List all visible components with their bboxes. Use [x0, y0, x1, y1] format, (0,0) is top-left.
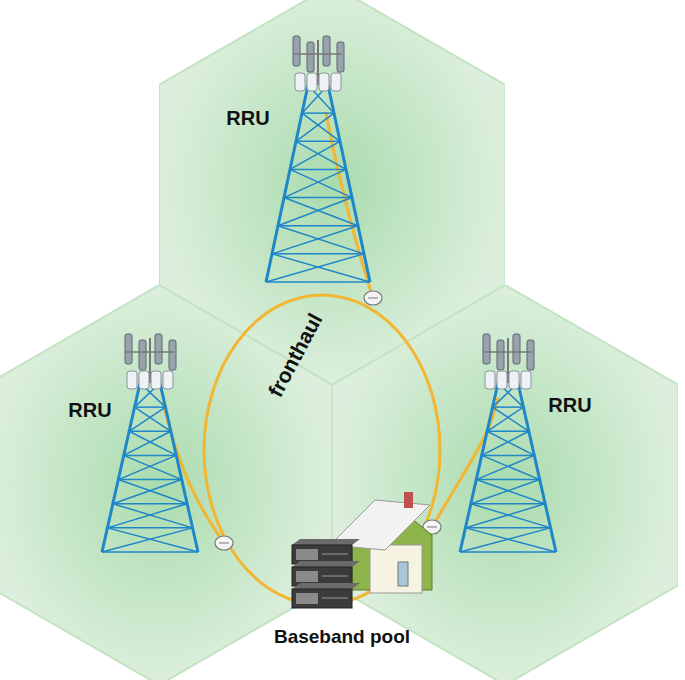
rru-tower — [102, 334, 198, 552]
router-symbol — [364, 291, 382, 305]
hexagon-shape — [0, 285, 332, 680]
rru-tower — [460, 334, 556, 552]
cell-hexagon: RRU — [0, 285, 332, 680]
cell-hexagon: RRU — [332, 285, 678, 680]
rru-label: RRU — [548, 394, 591, 416]
rru-label: RRU — [226, 107, 269, 129]
hexagon-outline — [0, 285, 332, 680]
rru-tower — [266, 36, 370, 282]
server-rack — [292, 539, 360, 608]
rru-label: RRU — [68, 399, 111, 421]
fronthaul-fiber — [432, 398, 498, 527]
pool-label: Baseband pool — [274, 627, 410, 648]
hexagon-shape — [332, 285, 678, 680]
hexagon-outline — [332, 285, 678, 680]
router-symbol — [215, 536, 233, 550]
fronthaul-ring — [204, 295, 440, 605]
